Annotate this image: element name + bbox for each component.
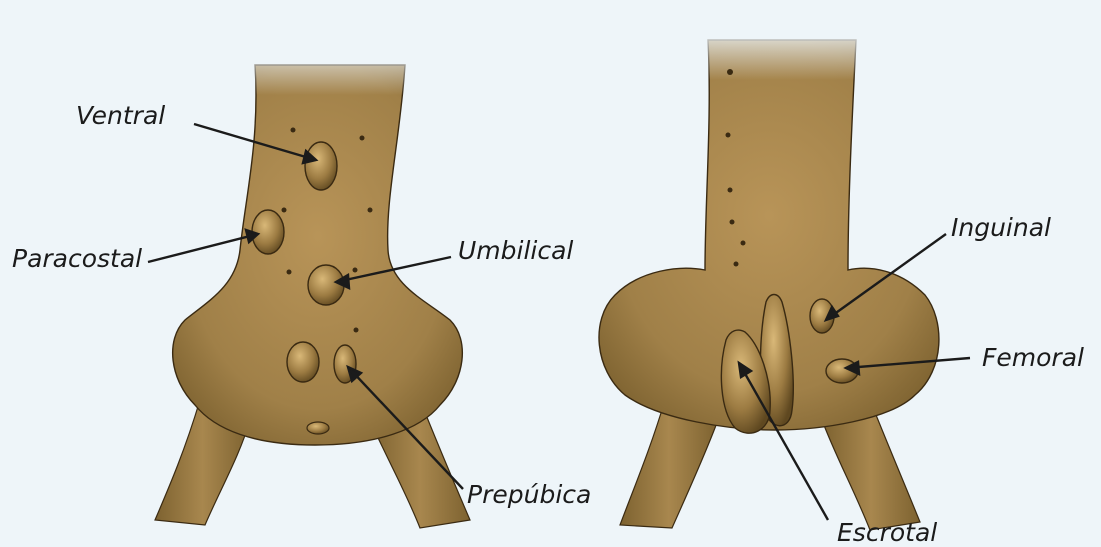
top-fade xyxy=(690,25,870,80)
umbilical-hernia-bulge xyxy=(308,265,344,305)
nipple-dot xyxy=(360,136,365,141)
label-prepubica: Prepúbica xyxy=(467,482,591,507)
nipple-dot xyxy=(727,69,733,75)
nipple-dot xyxy=(368,208,373,213)
paracostal-hernia-bulge xyxy=(252,210,284,254)
label-paracostal: Paracostal xyxy=(12,246,142,271)
nipple-dot xyxy=(282,208,287,213)
nipple-dot xyxy=(728,188,733,193)
label-escrotal: Escrotal xyxy=(837,520,937,545)
ventral-hernia-bulge xyxy=(305,142,337,190)
label-umbilical: Umbilical xyxy=(458,238,573,263)
label-inguinal: Inguinal xyxy=(951,215,1051,240)
vulva xyxy=(307,422,329,434)
nipple-dot xyxy=(287,270,292,275)
nipple-dot xyxy=(354,328,359,333)
nipple-dot xyxy=(730,220,735,225)
prepubic-bulge-left xyxy=(287,342,319,382)
nipple-dot xyxy=(741,241,746,246)
top-fade xyxy=(230,40,430,95)
nipple-dot xyxy=(291,128,296,133)
nipple-dot xyxy=(734,262,739,267)
nipple-dot xyxy=(353,268,358,273)
nipple-dot xyxy=(726,133,731,138)
label-ventral: Ventral xyxy=(76,103,165,128)
label-femoral: Femoral xyxy=(982,345,1084,370)
